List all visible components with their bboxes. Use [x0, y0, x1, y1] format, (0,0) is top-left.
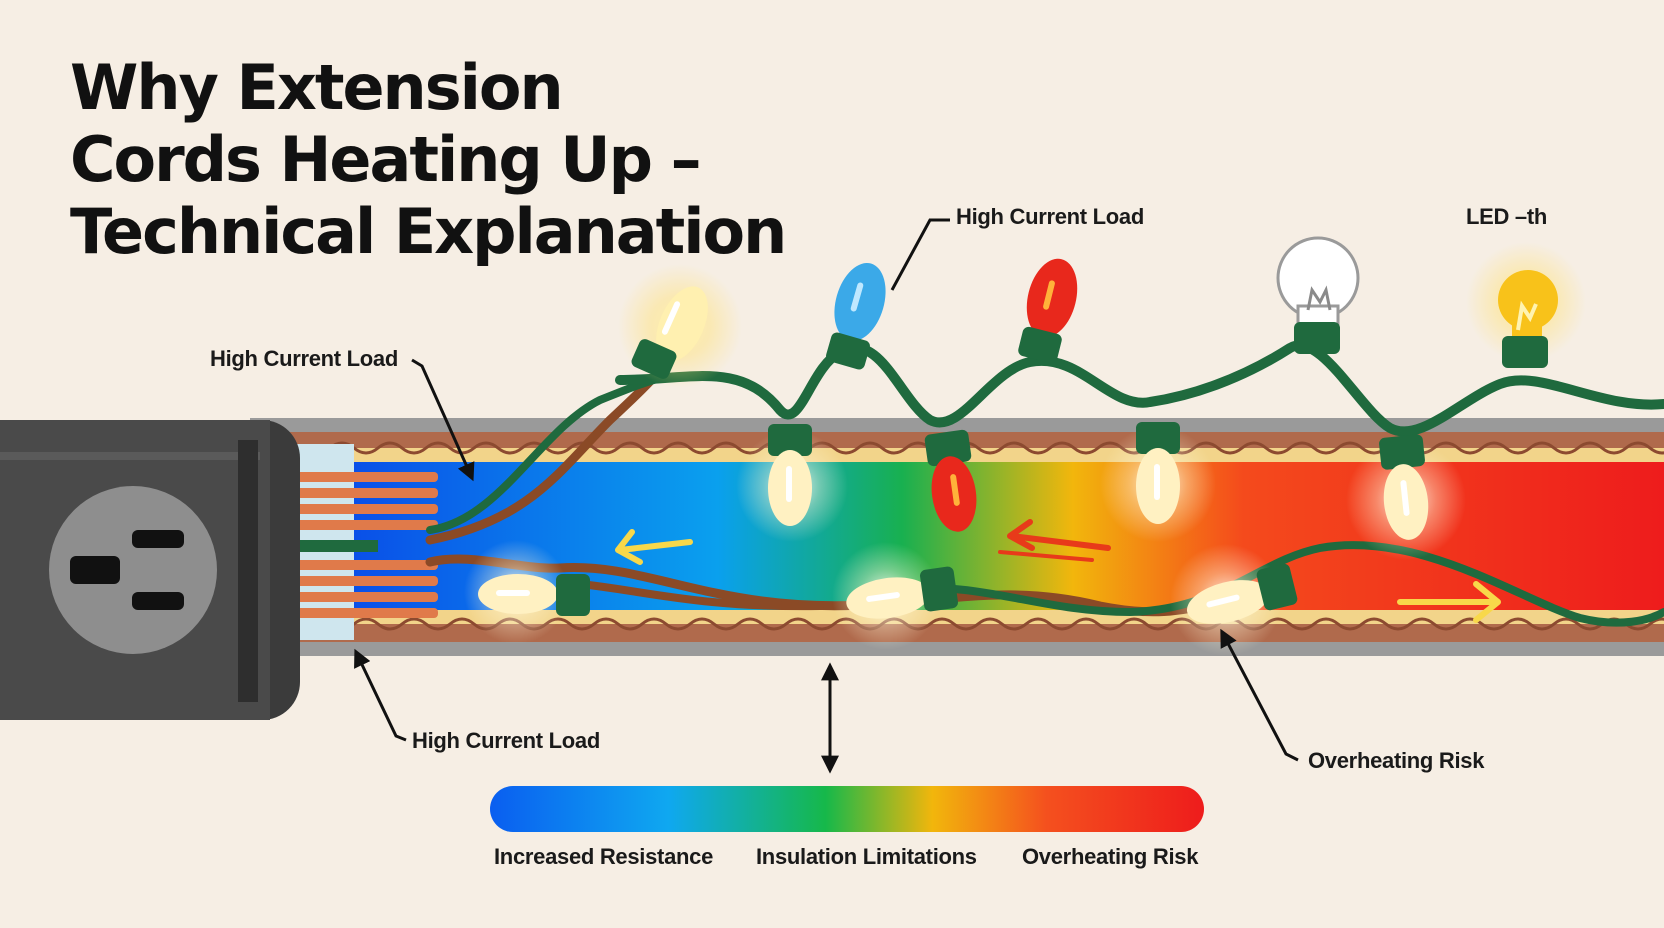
bulb-socket — [556, 574, 590, 616]
callout-top-center: High Current Load — [956, 204, 1145, 229]
bulb-socket — [631, 339, 677, 379]
copper-strand — [258, 592, 438, 602]
flow-arrow-left-red-icon — [1007, 519, 1111, 551]
bulb-socket — [1294, 322, 1340, 354]
light-string — [615, 340, 1664, 437]
green-wire-branch — [426, 374, 664, 534]
leader-left — [411, 358, 475, 482]
leader-bottom-right — [1220, 628, 1299, 762]
leader-top-center — [890, 218, 950, 291]
bulb-socket — [924, 429, 972, 467]
title-line-1: Why Extension — [70, 51, 564, 124]
outlet-slot-top — [132, 530, 184, 548]
callout-top-right: LED –th — [1466, 204, 1548, 229]
bulb-blue — [826, 262, 886, 370]
copper-strand — [258, 576, 438, 586]
flow-arrow-left-icon — [615, 529, 693, 565]
bulb-warm-hanging-2 — [1100, 422, 1216, 542]
bulb-red-top — [1018, 258, 1078, 364]
callout-leaders — [354, 218, 1299, 774]
bulb-warm-top-1 — [618, 264, 742, 388]
title-line-2: Cords Heating Up – — [70, 123, 702, 196]
flow-arrows — [615, 519, 1501, 623]
bulb-yellow-led — [1466, 242, 1586, 368]
bulb-socket — [1018, 326, 1062, 364]
copper-strand — [258, 504, 438, 514]
outlet-face — [49, 486, 217, 654]
bulb-inside-middle — [832, 542, 958, 650]
green-wire-lower — [896, 541, 1664, 627]
bulb-clear-incandescent — [1276, 236, 1360, 354]
bulb-socket — [1256, 563, 1298, 611]
title-line-3: Technical Explanation — [70, 195, 787, 268]
bulb-red-hanging — [924, 429, 977, 532]
callout-bottom-left: High Current Load — [412, 728, 601, 753]
bulb-socket — [1379, 434, 1425, 470]
flow-arrow-right-icon — [1397, 581, 1501, 623]
outlet-housing-edge — [0, 452, 260, 460]
legend-label-insulation-limitations: Insulation Limitations — [756, 844, 977, 869]
bulb-socket — [1136, 422, 1180, 454]
bulb-warm-hanging-1 — [736, 424, 848, 542]
legend-label-increased-resistance: Increased Resistance — [494, 844, 714, 869]
bulb-inside-left — [464, 540, 590, 644]
callout-left: High Current Load — [210, 346, 399, 371]
insulation-wave-top — [329, 441, 1664, 455]
legend-gradient-bar — [490, 786, 1204, 832]
outlet-slot-bottom — [132, 592, 184, 610]
leader-bottom-left — [354, 648, 407, 742]
legend-label-overheating-risk: Overheating Risk — [1022, 844, 1199, 869]
brown-wire-mid — [576, 580, 824, 611]
string-wire — [615, 340, 1664, 437]
bulb-socket — [920, 566, 958, 612]
copper-strand — [258, 488, 438, 498]
bulb-socket — [1502, 336, 1548, 368]
copper-strand — [258, 560, 438, 570]
copper-strand — [258, 472, 438, 482]
bulb-socket — [826, 332, 870, 370]
copper-strand — [258, 520, 438, 530]
bulb-socket — [768, 424, 812, 456]
outlet-housing-collar — [238, 440, 258, 702]
callout-bottom-right: Overheating Risk — [1308, 748, 1485, 773]
copper-strand — [258, 608, 438, 618]
outlet-block — [0, 420, 300, 720]
bulb-warm-hanging-3 — [1346, 434, 1466, 560]
page-title: Why Extension Cords Heating Up – Technic… — [70, 51, 787, 268]
bulb-inside-right — [1170, 544, 1298, 656]
outlet-slot-left — [70, 556, 120, 584]
